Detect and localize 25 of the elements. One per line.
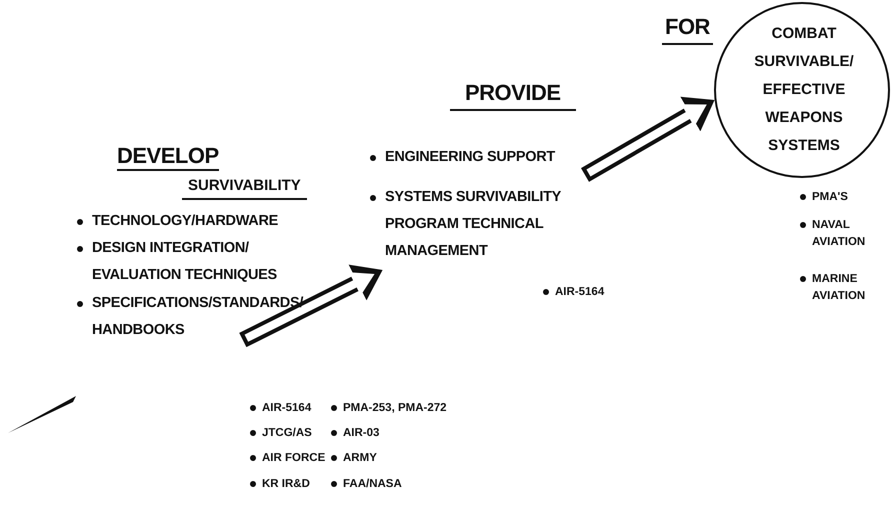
goal-circle [714,2,890,178]
stage-heading: PROVIDE [450,80,576,111]
bullet-text: PMA'S [812,190,848,205]
section-heading: SURVIVABILITY [182,176,307,200]
bullet-text: AIR-5164 [555,285,604,300]
bullet-text: TECHNOLOGY/HARDWARE [92,212,280,231]
bullet-text: MARINE AVIATION [812,272,866,304]
bullet-text: AIR-5164 [262,401,312,416]
bullet-text: SPECIFICATIONS/STANDARDS/ HANDBOOKS [92,294,304,340]
bullet-text: KR IR&D [262,477,310,492]
bullet-text: ARMY [343,451,377,466]
stage-heading: DEVELOP [117,143,219,171]
block-arrow [580,96,715,182]
bullet-text: JTCG/AS [262,426,312,441]
bullet-text: AIR-03 [343,426,380,441]
goal-text: COMBAT SURVIVABLE/ EFFECTIVE WEAPONS SYSTEMS [753,24,855,156]
bullet-text: AIR FORCE [262,451,326,466]
stage-heading: FOR [662,14,713,45]
bullet-text: ENGINEERING SUPPORT [385,148,556,167]
bullet-text: DESIGN INTEGRATION/ EVALUATION TECHNIQUES [92,239,278,285]
block-arrow [239,264,383,348]
bullet-text: SYSTEMS SURVIVABILITY PROGRAM TECHNICAL MANAGEMENT [385,188,562,261]
bullet-text: NAVAL AVIATION [812,218,866,250]
bullet-text: PMA-253, PMA-272 [343,401,447,416]
bullet-text: FAA/NASA [343,477,402,492]
